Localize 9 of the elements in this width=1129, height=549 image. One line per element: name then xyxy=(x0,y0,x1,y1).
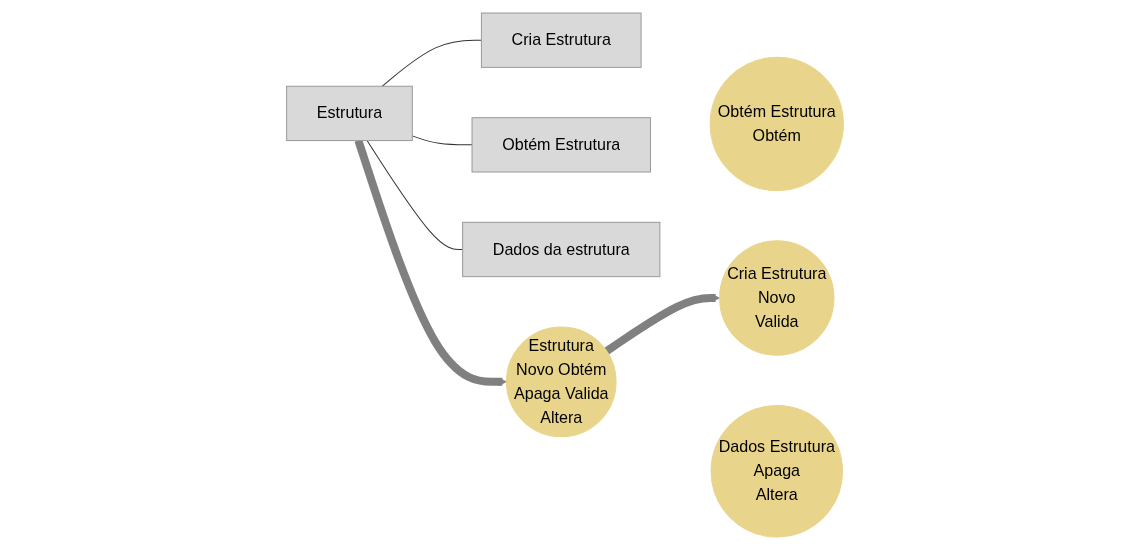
node-box: Obtém Estrutura xyxy=(471,116,651,172)
connector xyxy=(366,139,463,250)
node-box: Cria Estrutura xyxy=(480,12,642,68)
node-circle: Dados Estrutura Apaga Altera xyxy=(710,404,843,537)
node-circle: Cria Estrutura Novo Valida xyxy=(718,239,834,356)
node-circle: Estrutura Novo Obtém Apaga Valida Altera xyxy=(505,325,617,437)
node-box: Dados da estrutura xyxy=(461,221,660,277)
node-circle: Obtém Estrutura Obtém xyxy=(709,56,844,191)
node-box: Estrutura xyxy=(285,85,413,141)
